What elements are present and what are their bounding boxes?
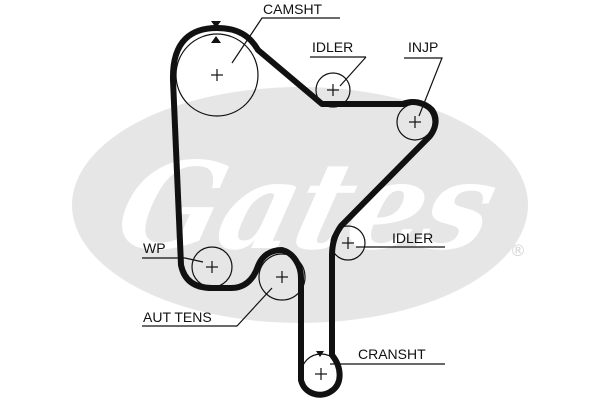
- timing-belt: [169, 25, 439, 398]
- leader-injection-pump: [404, 57, 443, 117]
- pulley-auto-tensioner: [258, 253, 306, 301]
- leader-idler-top: [339, 56, 367, 87]
- label-camshaft: CAMSHT: [263, 1, 323, 17]
- label-water-pump: WP: [143, 240, 166, 256]
- logo-oval: [72, 87, 528, 323]
- gates-logo: Gates ®: [72, 87, 528, 323]
- timing-mark-icon: [211, 36, 221, 43]
- registered-mark: ®: [510, 241, 526, 260]
- pulley-camshaft: [175, 21, 259, 117]
- leader-lines: [142, 17, 445, 365]
- label-auto-tensioner: AUT TENS: [143, 309, 212, 325]
- leader-camshaft: [231, 17, 340, 64]
- leader-water-pump: [142, 257, 204, 263]
- logo-wordmark: Gates: [104, 136, 509, 277]
- label-crankshaft: CRANSHT: [358, 346, 426, 362]
- leader-auto-tensioner: [142, 287, 273, 327]
- label-injection-pump: INJP: [408, 39, 438, 55]
- label-idler-right: IDLER: [392, 230, 433, 246]
- timing-mark-icon: [316, 351, 324, 357]
- label-idler-top: IDLER: [312, 39, 353, 55]
- timing-mark-icon: [211, 21, 221, 28]
